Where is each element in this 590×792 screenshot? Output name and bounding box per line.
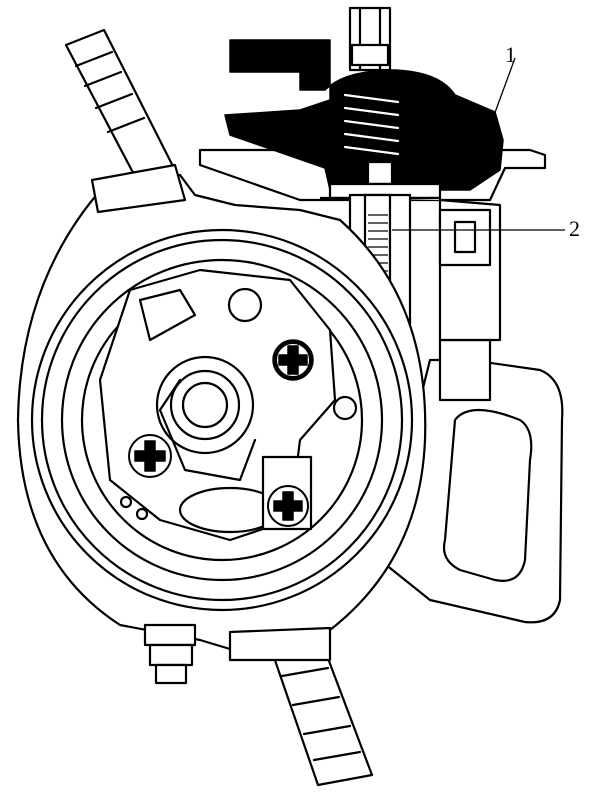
vacuum-advance-unit — [198, 6, 547, 342]
screw-left — [128, 434, 172, 478]
mounting-strap — [64, 28, 374, 787]
screw-upper-right — [272, 339, 314, 381]
screws — [128, 339, 314, 527]
primary-terminal — [143, 623, 197, 685]
callout-label-2: 2 — [569, 216, 580, 241]
callout-label-1: 1 — [505, 42, 516, 67]
screw-lower-right — [267, 485, 309, 527]
leader-line-1 — [492, 57, 516, 119]
